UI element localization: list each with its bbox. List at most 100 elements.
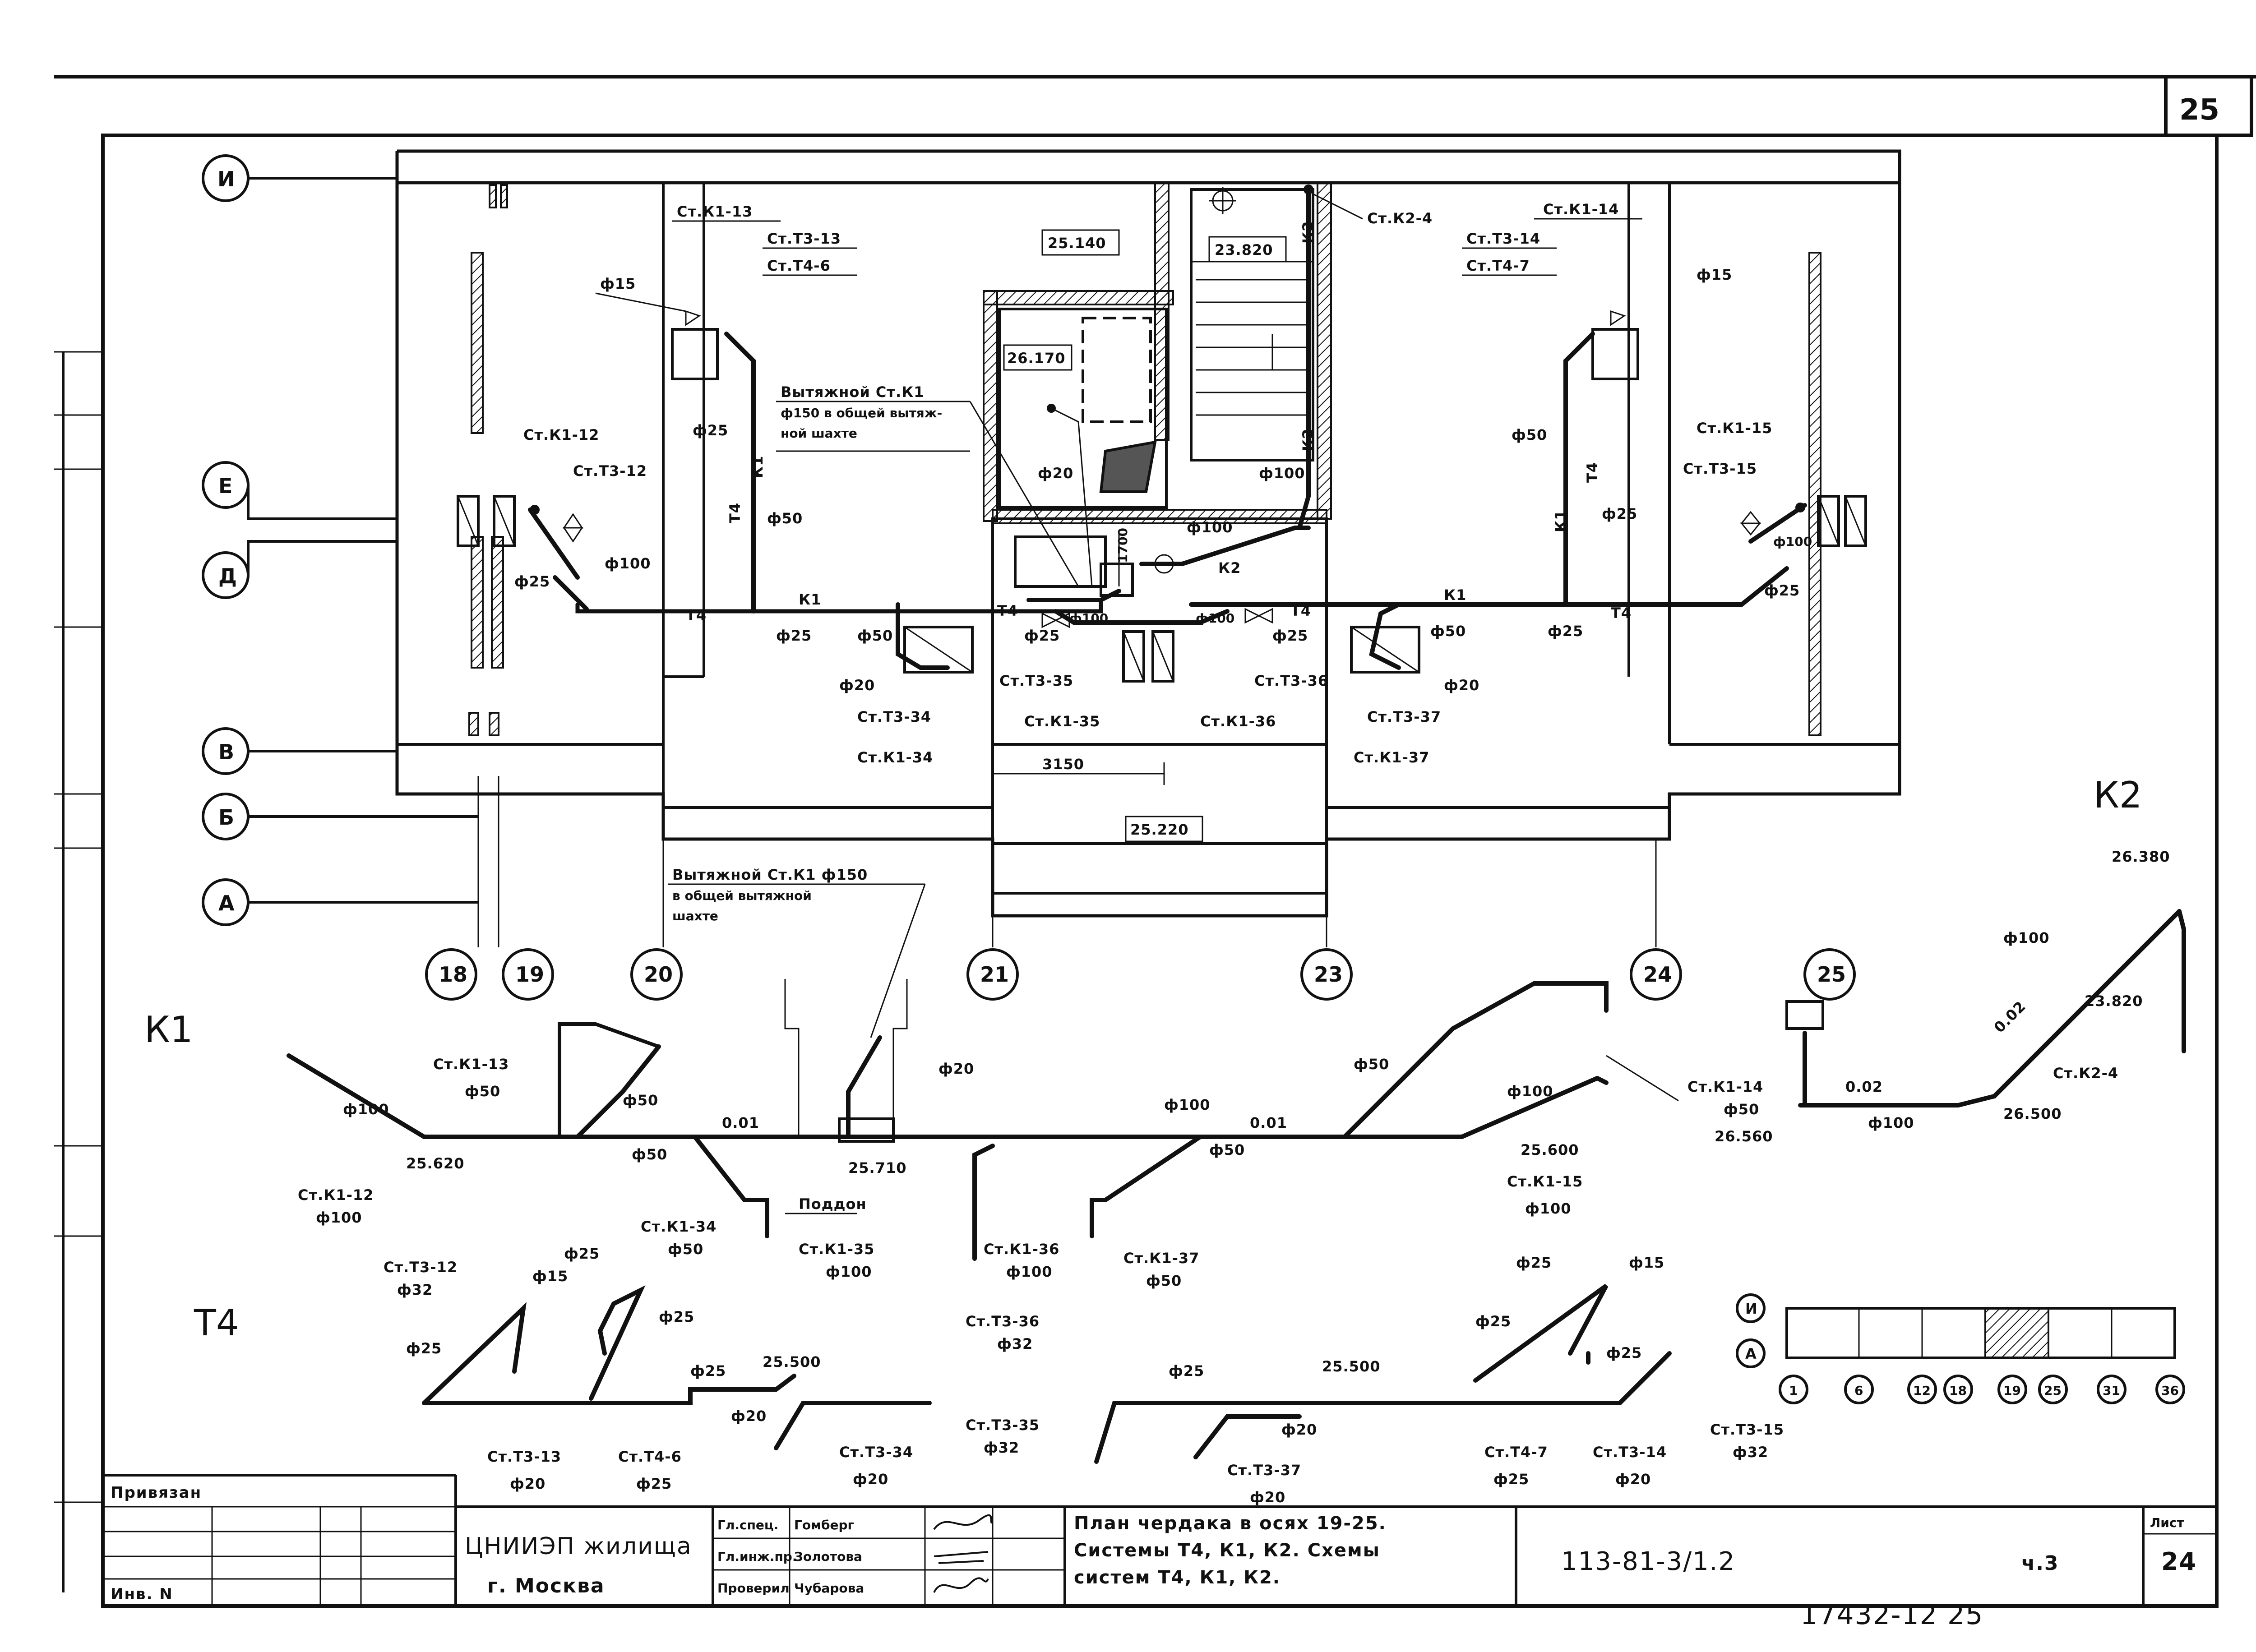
k2-d100: ф100 xyxy=(2003,929,2050,946)
t4-t3-35-d: ф32 xyxy=(984,1439,1019,1456)
t4-t3-34: Ст.Т3-34 xyxy=(839,1444,913,1461)
plan-d25-mid-left: ф25 xyxy=(776,627,812,644)
plan-d15-right: ф15 xyxy=(1697,266,1732,283)
t4-scheme: Т4 Ст.Т3-12 ф32 ф25 ф15 ф25 ф25 ф25 25.5… xyxy=(194,1245,1784,1506)
plan-k2-vert-2: К2 xyxy=(1299,429,1317,451)
k1-14-d: ф50 xyxy=(1724,1101,1759,1118)
tb-title-2: Системы Т4, К1, К2. Схемы xyxy=(1074,1540,1380,1561)
k1-scheme-title: К1 xyxy=(144,1009,193,1051)
t4-t3-12-d: ф32 xyxy=(397,1281,433,1298)
k1-12-label: Ст.К1-12 xyxy=(298,1186,374,1204)
plan-d25-left-top: ф25 xyxy=(693,422,728,439)
k1-elev-25710: 25.710 xyxy=(848,1159,906,1177)
plan-k2-vert-1: К2 xyxy=(1299,221,1317,244)
plan-d50-right: ф50 xyxy=(1512,426,1547,443)
elev-25220: 25.220 xyxy=(1130,821,1188,838)
plan-k1-14: Ст.К1-14 xyxy=(1543,201,1619,218)
plan-dim-3150: 3150 xyxy=(1042,756,1084,773)
axis-col-23-label: 23 xyxy=(1314,962,1343,987)
k1-elev-25620: 25.620 xyxy=(406,1155,464,1172)
plan-dim-1700: 1700 xyxy=(1115,528,1130,563)
plan-d50-mid-left: ф50 xyxy=(857,627,893,644)
t4-t3-12: Ст.Т3-12 xyxy=(384,1259,458,1276)
k1-d100-center: ф100 xyxy=(1164,1096,1211,1113)
t4-t3-14: Ст.Т3-14 xyxy=(1593,1444,1667,1461)
plan-d25-center-right: ф25 xyxy=(1272,627,1308,644)
plan-d25-center-left: ф25 xyxy=(1024,627,1060,644)
axis-row-E: Е xyxy=(202,461,397,520)
tb-code: 113-81-3/1.2 xyxy=(1561,1547,1735,1576)
plan-piping xyxy=(528,185,1807,785)
axis-row-A-label: А xyxy=(218,891,235,915)
plan-k2-center: К2 xyxy=(1218,559,1241,577)
plan-k1-13: Ст.К1-13 xyxy=(677,203,753,220)
plan-k1-34: Ст.К1-34 xyxy=(857,749,933,766)
plan-t3-35: Ст.Т3-35 xyxy=(999,672,1073,689)
k1-36-d: ф100 xyxy=(1006,1263,1053,1280)
axis-row-B-label: Б xyxy=(218,805,234,830)
plan-vent-note-2: ф150 в общей вытяж- xyxy=(781,406,942,420)
plan-t4-mark-1: Т4 xyxy=(726,503,744,523)
t4-t3-34-d: ф20 xyxy=(853,1471,888,1488)
k2-d100-bottom: ф100 xyxy=(1868,1114,1914,1131)
t4-d25-g: ф25 xyxy=(1475,1313,1511,1330)
t4-t3-36-d: ф32 xyxy=(997,1335,1033,1352)
key-col-1: 1 xyxy=(1789,1383,1798,1398)
k1-d50-center: ф50 xyxy=(1209,1141,1245,1158)
plan-k1-run-right: К1 xyxy=(1444,586,1466,604)
axis-col-21-label: 21 xyxy=(980,962,1009,987)
plan-d25-left: ф25 xyxy=(514,573,550,590)
t4-scheme-title: Т4 xyxy=(194,1302,239,1344)
axis-rows: И Е Д В Б А xyxy=(202,154,478,926)
axis-col-25-label: 25 xyxy=(1817,962,1846,987)
tb-name-2: Чубарова xyxy=(794,1581,864,1596)
tb-name-1: Золотова xyxy=(794,1549,862,1564)
k1-poddon: Поддон xyxy=(799,1195,867,1213)
plan-t4-mark-2: Т4 xyxy=(1584,462,1601,483)
t4-t3-37: Ст.Т3-37 xyxy=(1227,1462,1301,1479)
k1-d20-shaft: ф20 xyxy=(938,1060,974,1077)
k1-34-d2: ф50 xyxy=(632,1146,667,1163)
plan-k1-37: Ст.К1-37 xyxy=(1354,749,1429,766)
plan-k1-35: Ст.К1-35 xyxy=(1024,713,1100,730)
axis-col-23: 23 xyxy=(1300,916,1353,1001)
plan-t4-run-right: Т4 xyxy=(1611,605,1632,622)
k1-d50-right: ф50 xyxy=(1354,1056,1389,1073)
axis-col-25: 25 xyxy=(1803,948,1856,1001)
k1-35-label: Ст.К1-35 xyxy=(799,1241,874,1258)
t4-d15-b: ф15 xyxy=(1629,1254,1664,1271)
plan-t3-15: Ст.Т3-15 xyxy=(1683,460,1757,477)
axis-row-D-label: Д xyxy=(218,564,237,588)
t4-t4-7: Ст.Т4-7 xyxy=(1484,1444,1548,1461)
k1-slope-right: 0.01 xyxy=(1250,1114,1287,1131)
k1-36-label: Ст.К1-36 xyxy=(984,1241,1059,1258)
plan-d15-left: ф15 xyxy=(600,275,636,292)
plan-t4-7: Ст.Т4-7 xyxy=(1466,257,1530,274)
k1-vent-note-1: Вытяжной Ст.К1 ф150 xyxy=(672,866,868,883)
t4-elev-25500-left: 25.500 xyxy=(763,1353,821,1371)
plan-d100-center-right-2: ф100 xyxy=(1196,611,1234,626)
axis-row-A: А xyxy=(202,878,478,926)
plan-k2-4: Ст.К2-4 xyxy=(1367,210,1433,227)
axis-row-B: Б xyxy=(202,793,478,840)
plan-vent-note-3: ной шахте xyxy=(781,426,857,441)
tb-title-1: План чердака в осях 19-25. xyxy=(1074,1513,1387,1534)
tb-bottom-code: 17432-12 25 xyxy=(1800,1599,1983,1631)
plan-d100-center: ф100 xyxy=(1187,519,1233,536)
t4-t4-6: Ст.Т4-6 xyxy=(618,1448,682,1465)
sheet-frame: 25 xyxy=(54,75,2256,1608)
plan-d100-center-right: ф100 xyxy=(1259,465,1305,482)
axis-col-18: 18 xyxy=(425,776,479,1001)
k2-slope: 0.02 xyxy=(1845,1078,1883,1095)
k1-elev-25600: 25.600 xyxy=(1521,1141,1579,1158)
axis-col-20: 20 xyxy=(630,839,683,1001)
plan-d20-center: ф20 xyxy=(1038,465,1073,482)
k1-vent-note-2: в общей вытяжной xyxy=(672,888,812,903)
plan-d100-right: ф100 xyxy=(1773,534,1812,549)
plan-d50-left: ф50 xyxy=(767,510,803,527)
k1-13-d: ф50 xyxy=(465,1083,500,1100)
tb-inv: Инв. N xyxy=(111,1585,173,1603)
t4-t3-13-d: ф20 xyxy=(510,1475,546,1492)
k1-34-label: Ст.К1-34 xyxy=(641,1218,717,1235)
axis-col-20-label: 20 xyxy=(644,962,673,987)
